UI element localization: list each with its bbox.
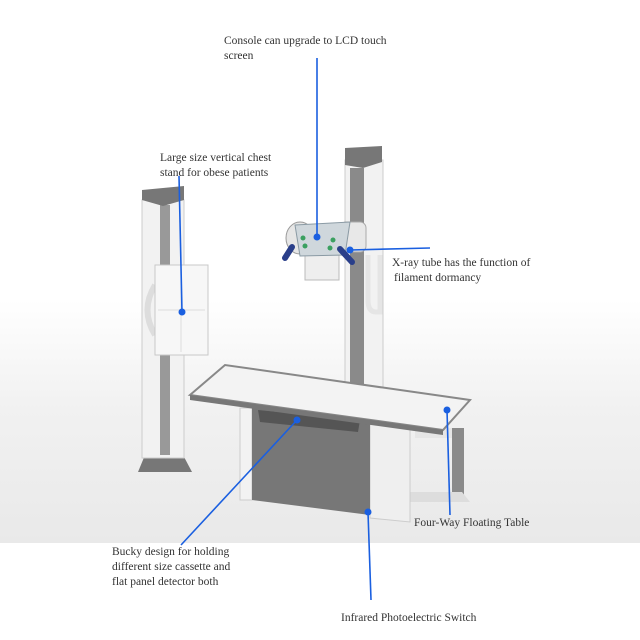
bucky-label-line: Bucky design for holding — [112, 546, 230, 558]
table-callout-label: Four-Way Floating Table — [414, 516, 529, 531]
chest-stand-callout-label: Large size vertical chest stand for obes… — [160, 151, 271, 181]
console-label-line: screen — [224, 50, 254, 62]
bucky-callout-line — [180, 419, 298, 546]
tube-callout-dot — [346, 246, 354, 254]
tube-label-line: filament dormancy — [394, 272, 482, 284]
bucky-callout-dot — [293, 416, 301, 424]
bucky-label-line: flat panel detector both — [112, 576, 219, 588]
console-label-line: Console can upgrade to LCD touch — [224, 35, 387, 47]
infrared-callout-label: Infrared Photoelectric Switch — [341, 611, 476, 626]
infrared-callout-dot — [364, 508, 372, 516]
infrared-label-line: Infrared Photoelectric Switch — [341, 612, 477, 624]
bucky-callout-label: Bucky design for holding different size … — [112, 545, 230, 590]
console-callout-label: Console can upgrade to LCD touch screen — [224, 34, 387, 64]
bucky-label-line: different size cassette and — [112, 561, 231, 573]
table-callout-dot — [443, 406, 451, 414]
tube-label-line: X-ray tube has the function of — [392, 257, 531, 269]
tube-column — [344, 146, 384, 401]
chest-label-line: Large size vertical chest — [160, 152, 272, 164]
floating-table — [187, 363, 472, 523]
table-label-line: Four-Way Floating Table — [414, 517, 530, 529]
console-callout-dot — [313, 233, 321, 241]
infrared-callout-line — [367, 511, 372, 601]
chest-callout-dot — [178, 308, 186, 316]
table-callout-line — [446, 409, 451, 516]
xray-tube-head — [282, 221, 367, 281]
xray-tube-callout-label: X-ray tube has the function of filament … — [392, 256, 530, 286]
tube-callout-line — [349, 247, 431, 251]
chest-callout-line — [178, 175, 183, 313]
chest-label-line: stand for obese patients — [160, 167, 269, 179]
